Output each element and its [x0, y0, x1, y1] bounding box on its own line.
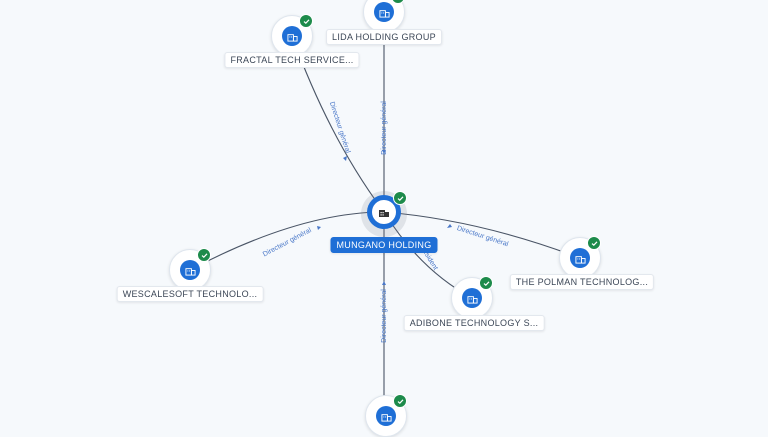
node-label-adibone[interactable]: ADIBONE TECHNOLOGY S... — [403, 315, 545, 331]
building-icon — [376, 406, 396, 426]
node-label-fractal[interactable]: FRACTAL TECH SERVICE... — [224, 52, 360, 68]
building-icon — [372, 200, 396, 224]
arrow-marker — [343, 156, 347, 161]
node-fractal[interactable] — [271, 14, 313, 57]
building-icon — [180, 260, 200, 280]
node-lida[interactable] — [363, 0, 405, 33]
check-icon — [391, 0, 405, 4]
node-polman[interactable] — [559, 236, 601, 279]
check-icon — [299, 14, 313, 28]
edge-label-lida: Directeur général — [381, 101, 388, 155]
arrow-marker — [382, 281, 386, 285]
check-icon — [479, 276, 493, 290]
check-icon — [393, 394, 407, 408]
edge-label-wescalesoft: Directeur général — [262, 227, 313, 259]
building-icon — [462, 288, 482, 308]
arrow-marker — [447, 224, 452, 228]
node-wescalesoft[interactable] — [169, 248, 211, 291]
node-adibone[interactable] — [451, 276, 493, 319]
edge-label-bottom: Directeur général — [381, 289, 388, 343]
check-icon — [587, 236, 601, 250]
check-icon — [393, 191, 407, 205]
arrow-marker — [382, 150, 386, 154]
building-icon — [282, 26, 302, 46]
building-icon — [570, 248, 590, 268]
arrow-marker — [317, 226, 321, 230]
node-label-lida[interactable]: LIDA HOLDING GROUP — [326, 29, 442, 45]
building-icon — [374, 2, 394, 22]
center-label[interactable]: MUNGANO HOLDING — [330, 237, 438, 253]
node-label-wescalesoft[interactable]: WESCALESOFT TECHNOLO... — [116, 286, 264, 302]
center-node[interactable] — [367, 191, 407, 229]
check-icon — [197, 248, 211, 262]
edge-polman — [383, 211, 581, 259]
node-bottom[interactable] — [365, 394, 407, 437]
edge-wescalesoft — [189, 211, 385, 271]
node-label-polman[interactable]: THE POLMAN TECHNOLOG... — [509, 274, 655, 290]
